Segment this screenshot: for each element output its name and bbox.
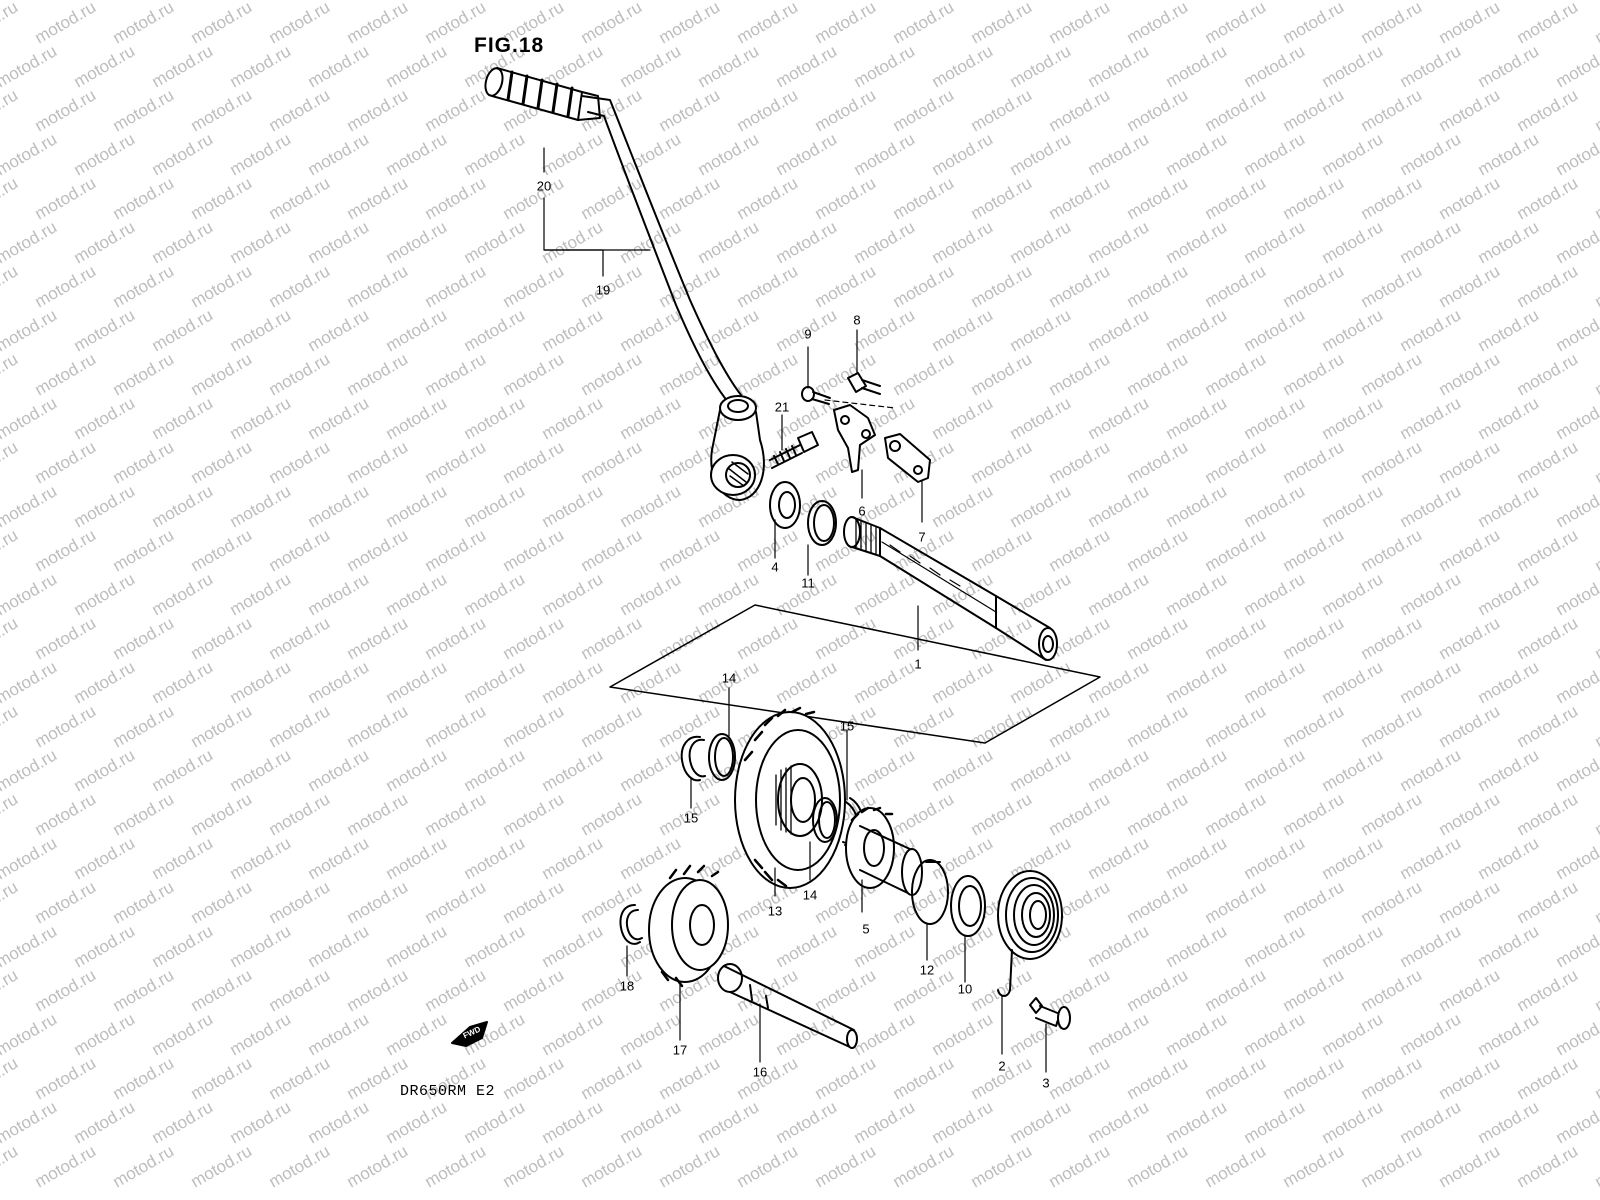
- callout-15-right: 15: [839, 718, 855, 734]
- bolt-8: [847, 372, 881, 395]
- kick-starter-lever: [484, 67, 765, 501]
- callout-8: 8: [853, 312, 861, 328]
- assembly-bracket-outline: [609, 604, 1101, 744]
- circlip-18: [619, 904, 643, 945]
- model-code: DR650RM E2: [400, 1083, 496, 1100]
- callout-14-left: 14: [721, 670, 737, 686]
- washer-left: [708, 733, 736, 781]
- callout-16: 16: [752, 1064, 768, 1080]
- circlip-left: [680, 735, 706, 782]
- callout-15-left: 15: [683, 810, 699, 826]
- figure-title: FIG.18: [474, 34, 545, 57]
- forward-direction-badge: [451, 1021, 488, 1047]
- callout-19: 19: [595, 282, 611, 298]
- callout-21: 21: [774, 399, 790, 415]
- thrust-washer: [950, 875, 986, 937]
- callout-4: 4: [771, 559, 779, 575]
- callout-7: 7: [918, 529, 926, 545]
- lever-bolt: [769, 431, 819, 469]
- lever-boss: [710, 395, 765, 501]
- callout-9: 9: [804, 326, 812, 342]
- washer-right: [812, 797, 838, 843]
- callout-1: 1: [914, 656, 922, 672]
- kick-starter-gear: [734, 706, 846, 889]
- callout-20: 20: [536, 178, 552, 194]
- leader-lines: [543, 147, 1047, 1073]
- kick-idle-gear: [648, 864, 729, 988]
- callout-5: 5: [862, 921, 870, 937]
- bolt-9: [801, 386, 831, 405]
- kick-return-spring: [997, 870, 1063, 997]
- spring-clip: [911, 859, 949, 925]
- oil-seal: [769, 481, 801, 529]
- lever-rubber-grip: [484, 67, 601, 121]
- callout-2: 2: [998, 1058, 1006, 1074]
- callout-13: 13: [767, 903, 783, 919]
- stopper-plate-6: [833, 404, 876, 473]
- callout-18: 18: [619, 978, 635, 994]
- spring-guide-bolt: [1029, 997, 1071, 1030]
- callout-12: 12: [919, 962, 935, 978]
- callout-11: 11: [801, 575, 815, 591]
- idle-gear-shaft: [717, 963, 858, 1049]
- callout-6: 6: [858, 503, 866, 519]
- callout-14-right: 14: [802, 887, 818, 903]
- callout-10: 10: [957, 981, 973, 997]
- callout-3: 3: [1042, 1075, 1050, 1091]
- o-ring: [807, 500, 837, 546]
- callout-17: 17: [672, 1042, 688, 1058]
- guide-plate-7: [884, 433, 931, 483]
- kick-drive-gear: [845, 806, 923, 896]
- kick-starter-shaft: [843, 516, 1058, 661]
